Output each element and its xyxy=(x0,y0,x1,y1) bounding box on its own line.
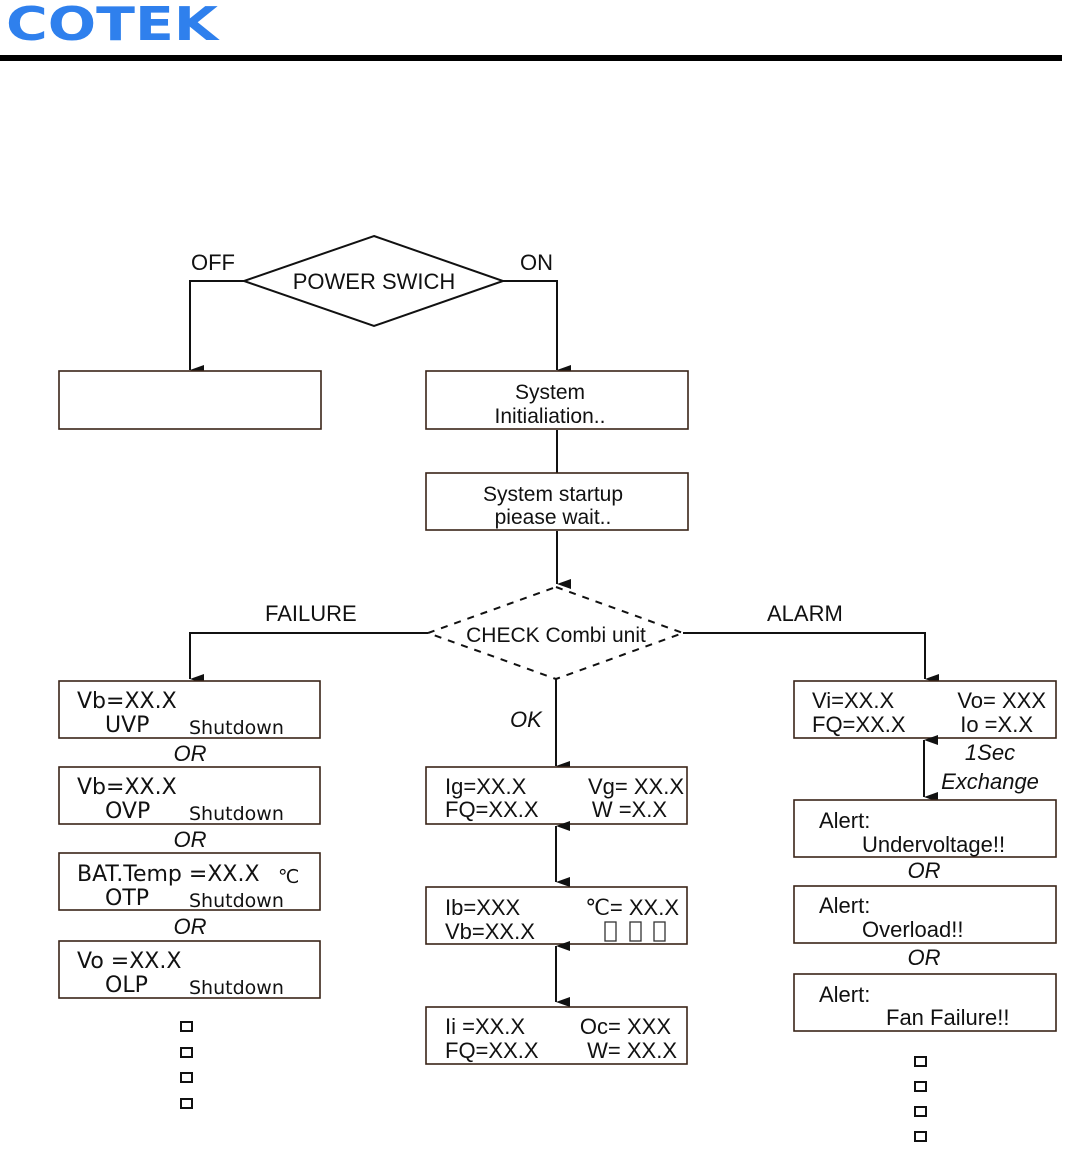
alert-box-undervoltage: Alert: Undervoltage!! xyxy=(793,799,1057,858)
svg-text:Vo= XXX: Vo= XXX xyxy=(957,688,1046,713)
svg-text:Vi=XX.X: Vi=XX.X xyxy=(812,688,894,713)
off-connector xyxy=(189,280,244,375)
svg-text:Undervoltage!!: Undervoltage!! xyxy=(862,832,1005,857)
alarm-status-box: Vi=XX.X Vo= XXX FQ=XX.X Io =X.X xyxy=(793,680,1057,739)
svg-text:Ii =XX.X: Ii =XX.X xyxy=(445,1014,525,1039)
ok-box-grid: Ig=XX.X Vg= XX.X FQ=XX.X W =X.X xyxy=(425,766,688,825)
power-switch-diamond xyxy=(240,234,507,328)
header-rule xyxy=(0,55,1062,61)
startup-box: System startup piease wait.. xyxy=(425,472,689,531)
small-square-icon xyxy=(914,1081,927,1092)
svg-text:Vg= XX.X: Vg= XX.X xyxy=(588,774,684,799)
svg-text:FQ=XX.X: FQ=XX.X xyxy=(445,1038,539,1063)
svg-text:FQ=XX.X: FQ=XX.X xyxy=(445,797,539,822)
or-label: OR xyxy=(174,914,207,939)
failure-connector xyxy=(189,632,428,684)
svg-text:UVP: UVP xyxy=(105,713,149,738)
svg-text:W =X.X: W =X.X xyxy=(592,797,668,822)
svg-text:Vb=XX.X: Vb=XX.X xyxy=(77,775,177,800)
ok-box-inverter: Ii =XX.X Oc= XXX FQ=XX.X W= XX.X xyxy=(425,1006,688,1065)
failure-label: FAILURE xyxy=(265,601,357,626)
svg-text:Io =X.X: Io =X.X xyxy=(960,712,1033,737)
svg-text:BAT.Temp =XX.X: BAT.Temp =XX.X xyxy=(77,862,260,887)
svg-text:℃= XX.X: ℃= XX.X xyxy=(585,895,679,920)
failure-continuation xyxy=(180,1021,193,1109)
or-label: OR xyxy=(174,741,207,766)
or-label: OR xyxy=(908,945,941,970)
svg-text:OVP: OVP xyxy=(105,799,150,824)
svg-text:Overload!!: Overload!! xyxy=(862,917,964,942)
svg-text:Oc= XXX: Oc= XXX xyxy=(580,1014,671,1039)
svg-text:Vb=XX.X: Vb=XX.X xyxy=(77,689,177,714)
on-label: ON xyxy=(520,250,553,275)
svg-text:OLP: OLP xyxy=(105,973,148,998)
off-box xyxy=(58,370,322,430)
svg-text:Shutdown: Shutdown xyxy=(189,803,284,825)
svg-text:℃: ℃ xyxy=(278,866,299,888)
cotek-logo: COTEK xyxy=(6,4,221,44)
small-square-icon xyxy=(180,1098,193,1109)
exchange-label: Exchange xyxy=(941,769,1039,794)
small-square-icon xyxy=(914,1056,927,1067)
small-square-icon xyxy=(180,1021,193,1032)
startup-line2: piease wait.. xyxy=(495,506,612,529)
svg-text:Alert:: Alert: xyxy=(819,893,870,918)
ok-box-battery: Ib=XXX ℃= XX.X Vb=XX.X xyxy=(425,886,688,945)
small-square-icon xyxy=(180,1047,193,1058)
off-label: OFF xyxy=(191,250,235,275)
power-switch-decision: POWER SWICH OFF ON xyxy=(191,234,553,328)
svg-text:Fan Failure!!: Fan Failure!! xyxy=(886,1005,1010,1030)
small-square-icon xyxy=(180,1072,193,1083)
svg-text:Alert:: Alert: xyxy=(819,808,870,833)
svg-text:Ib=XXX: Ib=XXX xyxy=(445,895,521,920)
failure-box-ovp: Vb=XX.X OVP Shutdown xyxy=(58,766,321,825)
svg-text:Shutdown: Shutdown xyxy=(189,977,284,999)
or-label: OR xyxy=(908,858,941,883)
alert-box-overload: Alert: Overload!! xyxy=(793,885,1057,944)
svg-text:Shutdown: Shutdown xyxy=(189,717,284,739)
alarm-continuation xyxy=(914,1056,927,1142)
svg-text:Ig=XX.X: Ig=XX.X xyxy=(445,774,527,799)
or-label: OR xyxy=(174,827,207,852)
ok-label: OK xyxy=(510,707,543,732)
failure-box-olp: Vo =XX.X OLP Shutdown xyxy=(58,940,321,999)
svg-text:OTP: OTP xyxy=(105,886,149,911)
brand-text: COTEK xyxy=(6,4,221,44)
startup-line1: System startup xyxy=(483,483,623,506)
power-switch-label: POWER SWICH xyxy=(293,269,456,294)
small-square-icon xyxy=(914,1131,927,1142)
svg-text:Alert:: Alert: xyxy=(819,982,870,1007)
check-label: CHECK Combi unit xyxy=(466,624,646,647)
init-box: System Initialiation.. xyxy=(425,370,689,430)
failure-box-uvp: Vb=XX.X UVP Shutdown xyxy=(58,680,321,739)
exchange-interval: 1Sec xyxy=(965,740,1015,765)
alarm-label: ALARM xyxy=(767,601,843,626)
alarm-connector xyxy=(683,632,939,684)
init-line1: System xyxy=(515,381,585,404)
small-square-icon xyxy=(914,1106,927,1117)
on-connector xyxy=(503,280,571,375)
svg-text:FQ=XX.X: FQ=XX.X xyxy=(812,712,906,737)
svg-text:Shutdown: Shutdown xyxy=(189,890,284,912)
check-decision: CHECK Combi unit FAILURE ALARM OK xyxy=(265,585,843,732)
failure-box-otp: BAT.Temp =XX.X ℃ OTP Shutdown xyxy=(58,852,321,912)
svg-text:Vo =XX.X: Vo =XX.X xyxy=(77,949,181,974)
placeholder-glyph-icons xyxy=(604,921,666,942)
svg-text:Vb=XX.X: Vb=XX.X xyxy=(445,919,535,944)
init-line2: Initialiation.. xyxy=(495,405,606,428)
alert-box-fan-failure: Alert: Fan Failure!! xyxy=(793,973,1057,1032)
svg-text:W= XX.X: W= XX.X xyxy=(587,1038,677,1063)
